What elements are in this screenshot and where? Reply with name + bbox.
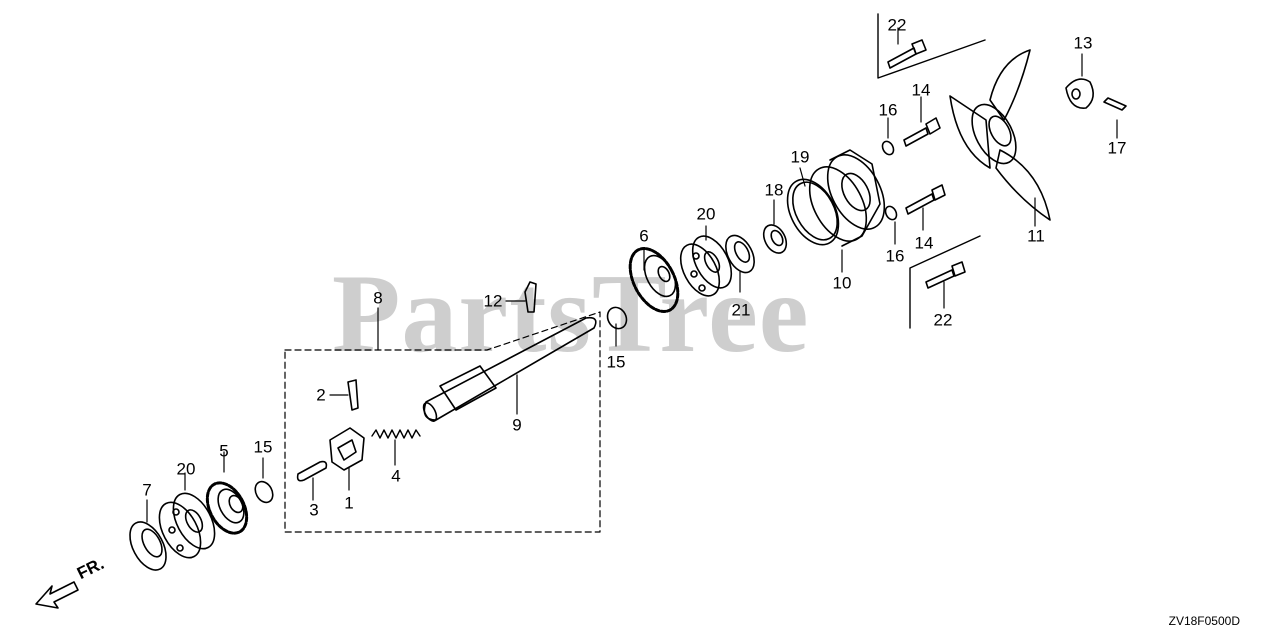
callout-8: 8 (373, 288, 383, 308)
callout-14-upper: 14 (911, 80, 931, 100)
callout-9: 9 (512, 415, 522, 435)
part-20-bearing-lower (158, 492, 216, 559)
part-17-cotter-pin (1103, 97, 1127, 111)
part-10-holder (808, 149, 886, 247)
callout-22-lower: 22 (933, 310, 953, 330)
callout-15-lower: 15 (253, 437, 273, 457)
fr-arrow-icon (35, 581, 79, 609)
assembly-8-box (284, 311, 601, 533)
callout-2: 2 (316, 385, 326, 405)
callout-13: 13 (1073, 33, 1093, 53)
part-5-gear (205, 481, 249, 535)
part-6-gear (628, 247, 680, 313)
bracket-22-top (877, 13, 986, 79)
callout-3: 3 (309, 500, 319, 520)
callout-22-top: 22 (887, 15, 907, 35)
callout-14-lower: 14 (914, 233, 934, 253)
part-7-seal (129, 521, 167, 571)
part-18-seal (762, 224, 788, 254)
callout-19: 19 (790, 147, 810, 167)
part-21-washer (725, 234, 755, 274)
part-15-washer-upper (606, 306, 628, 330)
bracket-22-right (909, 235, 981, 329)
part-19-o-ring (786, 178, 840, 246)
callout-18: 18 (764, 180, 784, 200)
part-1-clutch (329, 427, 365, 471)
callout-15-upper: 15 (606, 352, 626, 372)
part-22-bolt-lower (925, 261, 966, 289)
callout-1: 1 (344, 493, 354, 513)
callout-17: 17 (1107, 138, 1127, 158)
callout-21: 21 (731, 300, 751, 320)
part-3-pin (296, 460, 328, 482)
part-20-bearing-upper (679, 235, 733, 297)
callout-4: 4 (391, 466, 401, 486)
part-12-key (524, 281, 537, 313)
callout-11: 11 (1027, 226, 1045, 246)
callout-5: 5 (219, 441, 229, 461)
part-13-cap (1065, 78, 1094, 109)
part-2-pin (347, 379, 359, 411)
watermark: PartsTree (332, 252, 810, 376)
part-15-washer-lower (254, 480, 274, 504)
callout-10: 10 (832, 273, 852, 293)
part-16-washer-upper (881, 140, 895, 156)
callout-7: 7 (142, 480, 152, 500)
part-22-bolt-upper (887, 39, 927, 69)
part-14-bolt-lower (905, 184, 946, 215)
part-4-spring (371, 429, 421, 439)
part-9-shaft (422, 316, 597, 422)
callout-16-upper: 16 (878, 100, 898, 120)
callout-20-lower: 20 (176, 459, 196, 479)
diagram-code: ZV18F0500D (1168, 614, 1240, 628)
callout-16-lower: 16 (885, 246, 905, 266)
callout-12: 12 (483, 291, 503, 311)
callout-6: 6 (639, 226, 649, 246)
part-14-bolt-upper (903, 117, 941, 147)
part-16-washer-lower (884, 205, 898, 221)
callout-20-upper: 20 (696, 204, 716, 224)
part-11-propeller (949, 49, 1051, 221)
